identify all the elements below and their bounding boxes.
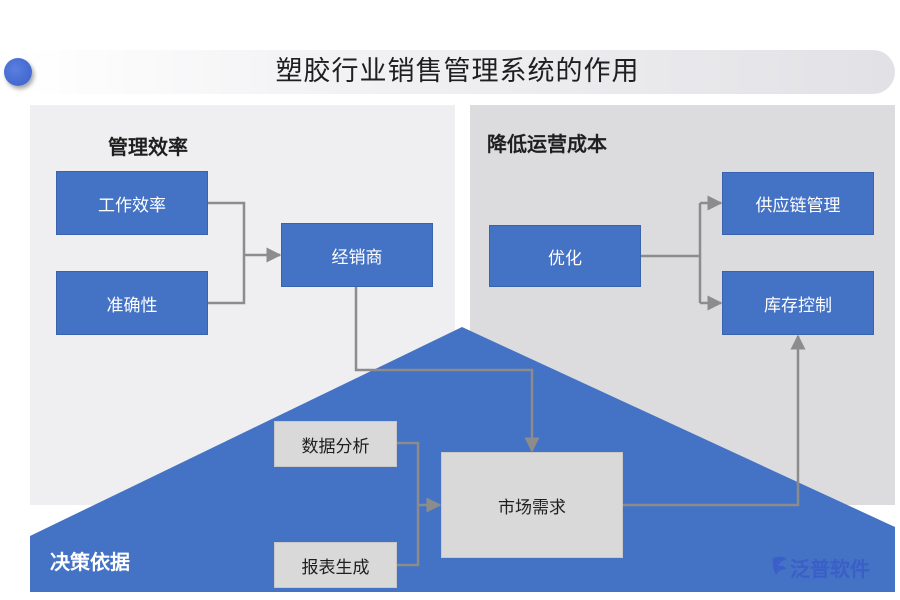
- connector-market-to-inventory: [623, 334, 806, 507]
- box-inventory-control: 库存控制: [722, 271, 874, 335]
- page-title: 塑胶行业销售管理系统的作用: [275, 56, 640, 87]
- brand-logo-icon: [772, 556, 787, 575]
- box-market-demand: 市场需求: [441, 452, 623, 558]
- connector-report: [397, 505, 420, 567]
- connector-work-efficiency: [208, 201, 246, 255]
- title-bullet-icon: [4, 58, 32, 86]
- heading-management-efficiency: 管理效率: [108, 135, 188, 159]
- connector-accuracy: [208, 255, 246, 305]
- brand-watermark: 泛普软件: [790, 557, 870, 581]
- box-report-generation: 报表生成: [274, 542, 397, 588]
- connector-data-analysis: [397, 441, 420, 505]
- box-distributor: 经销商: [281, 223, 433, 287]
- box-optimize: 优化: [489, 225, 641, 287]
- box-accuracy: 准确性: [56, 271, 208, 335]
- connector-distributor-to-market: [354, 287, 540, 453]
- heading-cost-reduction: 降低运营成本: [487, 132, 607, 156]
- box-work-efficiency: 工作效率: [56, 171, 208, 235]
- title-bar: [20, 50, 895, 94]
- box-data-analysis: 数据分析: [274, 421, 397, 467]
- box-supply-chain: 供应链管理: [722, 172, 874, 235]
- heading-decision-basis: 决策依据: [50, 550, 130, 574]
